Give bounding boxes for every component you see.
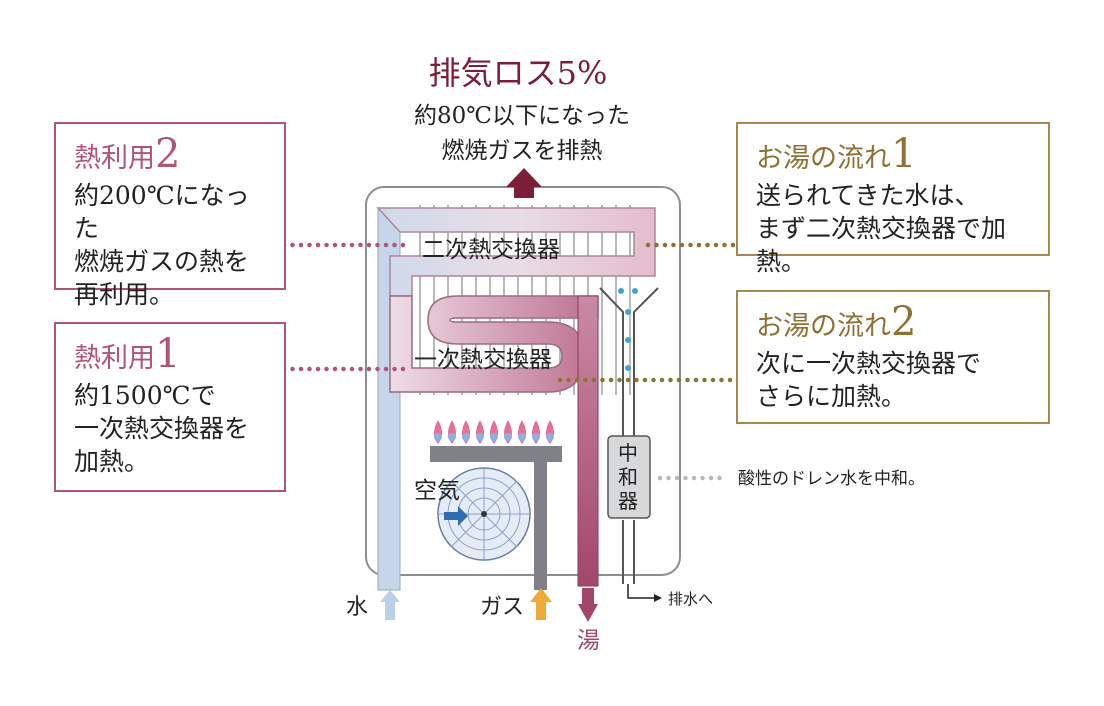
heat-use-2-box: 熱利用2 約200℃になった 燃焼ガスの熱を 再利用。 bbox=[54, 122, 286, 309]
drain-pipe bbox=[622, 520, 635, 584]
hot-water-flow-2-body: 次に一次熱交換器で さらに加熱。 bbox=[756, 349, 982, 411]
drain-out-label: 排水へ bbox=[668, 590, 713, 608]
exhaust-arrow-icon bbox=[506, 168, 542, 198]
water-label: 水 bbox=[346, 595, 368, 620]
heat-use-1-title: 熱利用1 bbox=[74, 334, 270, 379]
hot-water-flow-1-box: お湯の流れ1 送られてきた水は、 まず二次熱交換器で加熱。 bbox=[736, 122, 1050, 276]
heat-use-2-title-text: 熱利用 bbox=[74, 143, 155, 174]
gas-in-arrow-icon bbox=[530, 588, 552, 620]
heat-use-2-title-num: 2 bbox=[155, 131, 181, 177]
drain-note: 酸性のドレン水を中和。 bbox=[738, 469, 925, 489]
hot-water-flow-2-box: お湯の流れ2 次に一次熱交換器で さらに加熱。 bbox=[736, 290, 1050, 424]
hot-water-flow-1-title-text: お湯の流れ bbox=[756, 143, 891, 174]
hot-water-flow-1-title-num: 1 bbox=[891, 131, 917, 177]
exhaust-line-1: 約80℃以下になった bbox=[414, 103, 630, 129]
neutralizer-char-3: 器 bbox=[618, 489, 638, 513]
hot-water-flow-2-title-text: お湯の流れ bbox=[756, 311, 891, 342]
exhaust-line-2: 燃焼ガスを排熱 bbox=[442, 138, 603, 164]
hot-water-label: 湯 bbox=[577, 628, 600, 654]
water-drops-icon bbox=[618, 288, 638, 371]
hot-water-flow-2-title: お湯の流れ2 bbox=[756, 302, 1034, 347]
drain-funnel bbox=[599, 287, 659, 436]
hot-water-flow-1-body: 送られてきた水は、 まず二次熱交換器で加熱。 bbox=[756, 181, 1007, 276]
hot-water-pipe bbox=[577, 295, 599, 587]
heat-use-1-title-num: 1 bbox=[155, 331, 181, 377]
burner-flames bbox=[434, 420, 554, 444]
gas-pipe bbox=[430, 446, 562, 590]
air-label: 空気 bbox=[414, 478, 460, 504]
neutralizer-char-2: 和 bbox=[618, 465, 638, 489]
heat-use-2-title: 熱利用2 bbox=[74, 134, 270, 179]
neutralizer-char-1: 中 bbox=[618, 441, 638, 465]
drain-out-arrow-icon bbox=[627, 584, 654, 599]
gas-label: ガス bbox=[480, 595, 524, 620]
neutralizer-box bbox=[607, 435, 651, 519]
hot-water-flow-1-title: お湯の流れ1 bbox=[756, 134, 1034, 179]
water-in-arrow-icon bbox=[380, 590, 400, 620]
heat-use-1-title-text: 熱利用 bbox=[74, 343, 155, 374]
exhaust-title: 排気ロス5% bbox=[429, 54, 608, 92]
heat-use-1-body: 約1500℃で 一次熱交換器を 加熱。 bbox=[74, 381, 250, 476]
heat-use-2-body: 約200℃になった 燃焼ガスの熱を 再利用。 bbox=[74, 181, 250, 309]
leader-lines bbox=[281, 242, 739, 481]
drain-out-arrow-head-icon bbox=[654, 594, 662, 602]
secondary-exchanger-label: 二次熱交換器 bbox=[422, 237, 560, 263]
hot-water-flow-2-title-num: 2 bbox=[891, 299, 917, 345]
air-arrow-icon bbox=[444, 506, 468, 526]
hot-water-out-arrow-icon bbox=[578, 588, 598, 622]
primary-exchanger-label: 一次熱交換器 bbox=[414, 347, 552, 373]
heat-use-1-box: 熱利用1 約1500℃で 一次熱交換器を 加熱。 bbox=[54, 322, 286, 492]
